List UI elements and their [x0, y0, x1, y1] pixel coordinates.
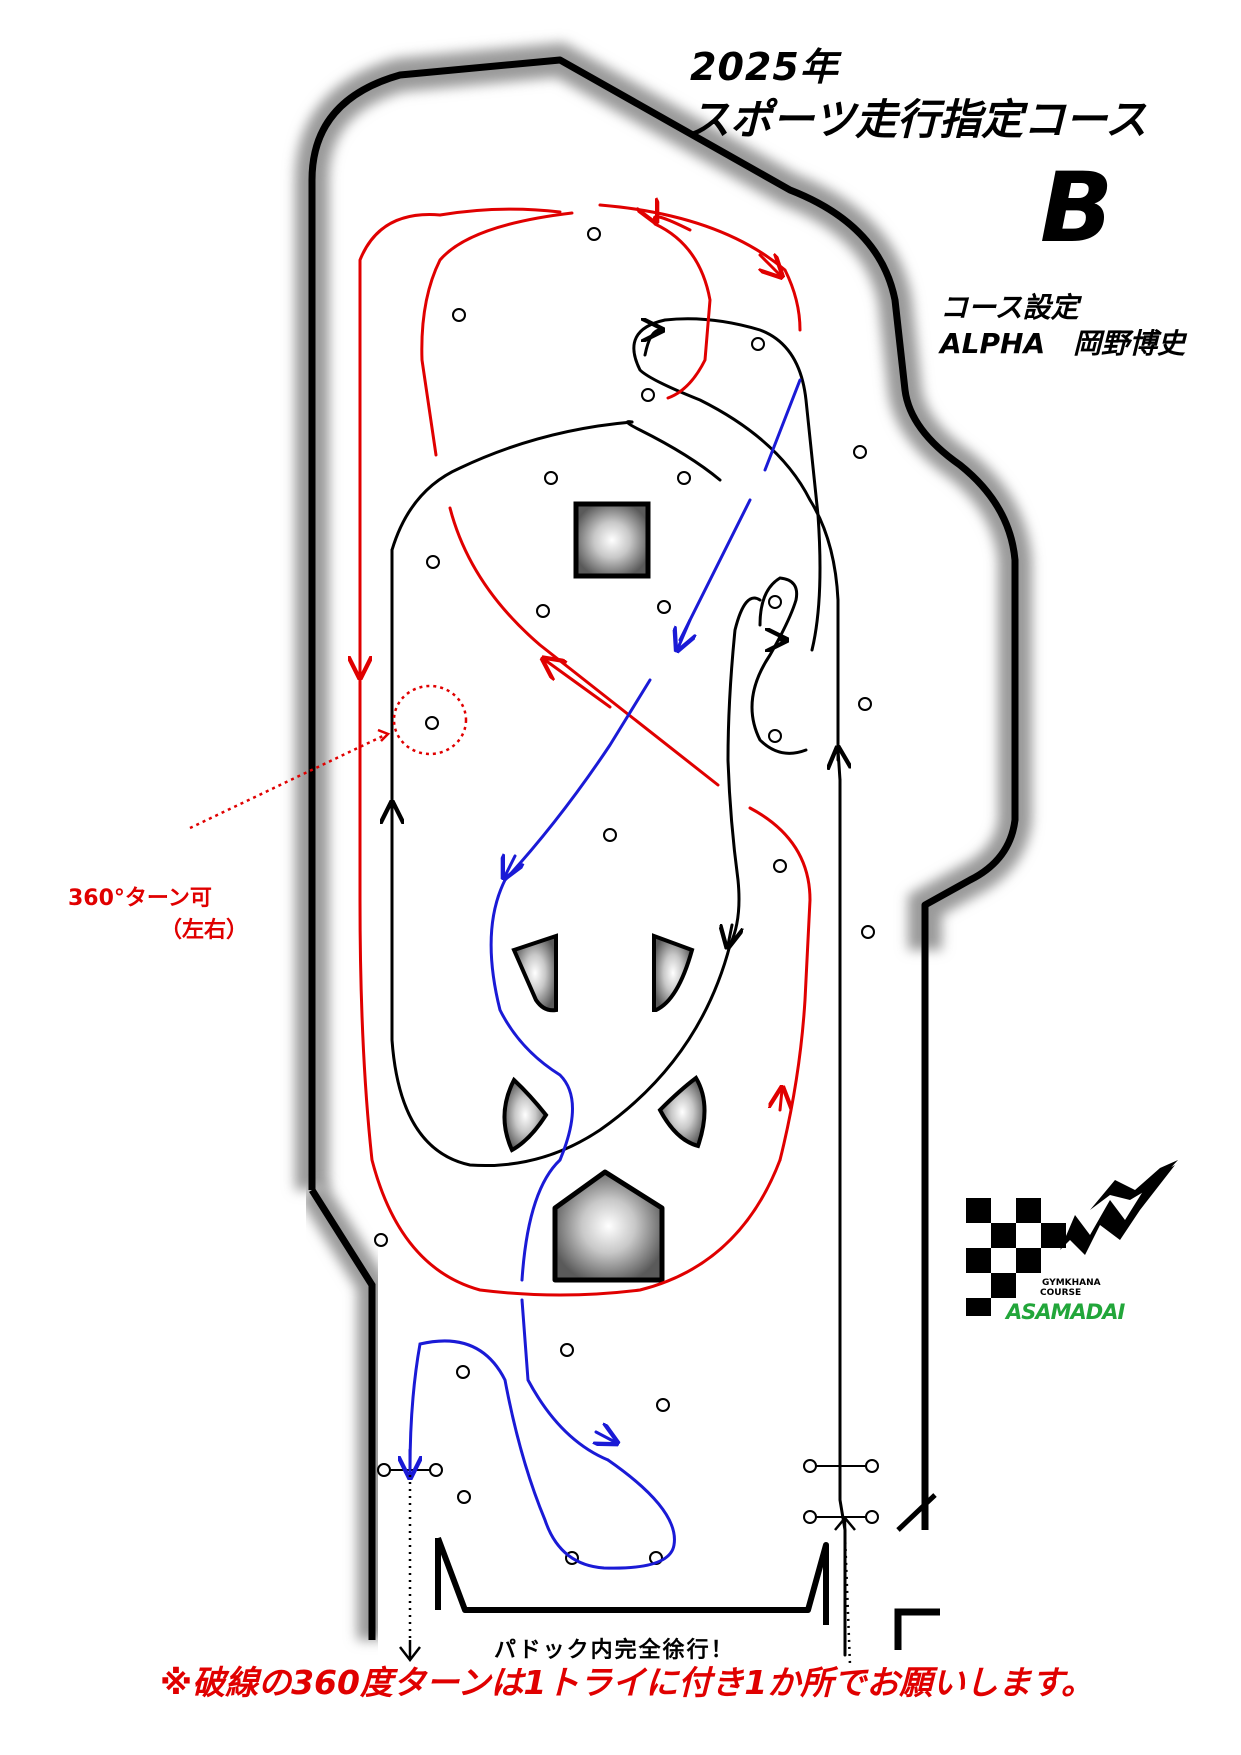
gate-pylon [865, 1459, 879, 1473]
gate-pylon [377, 1463, 391, 1477]
pylon [751, 337, 765, 351]
paddock-slow-note: パドック内完全徐行！ [494, 1638, 735, 1663]
gate-pylon [803, 1510, 817, 1524]
gate-pylon [429, 1463, 443, 1477]
logo-wordmark: ASAMADAI [1006, 1300, 1125, 1324]
leaf-obstacle-left [502, 1076, 549, 1153]
pylons [374, 227, 875, 1565]
house-obstacle [552, 1169, 665, 1283]
black-route [392, 317, 845, 1657]
pylon [425, 716, 439, 730]
turn-circle-marker [189, 684, 468, 830]
dotted-lane-lines [408, 1475, 852, 1666]
turn-note-line2: （左右） [160, 918, 249, 943]
pylon [768, 595, 782, 609]
pylon [773, 859, 787, 873]
gate-pylon [803, 1459, 817, 1473]
obstacles [502, 501, 707, 1283]
course-setter-label: コース設定 [940, 291, 1079, 324]
pylon [426, 555, 440, 569]
pylon [374, 1233, 388, 1247]
leaf-obstacle-right [657, 1075, 707, 1149]
paddock-gate [435, 1536, 829, 1625]
pylon [452, 308, 466, 322]
pylon [657, 600, 671, 614]
pylon [544, 471, 558, 485]
pylon [858, 697, 872, 711]
pylon [457, 1490, 471, 1504]
pylon [853, 445, 867, 459]
pylon [456, 1365, 470, 1379]
pylon [587, 227, 601, 241]
gate-pylon [865, 1510, 879, 1524]
exit-arrow-icon [399, 1640, 421, 1663]
pylon [641, 388, 655, 402]
gymkhana-logo-icon [966, 1160, 1178, 1316]
pylon [536, 604, 550, 618]
logo-caption-line2: COURSE [1040, 1288, 1082, 1298]
footer-rule-note: ※破線の360度ターンは1トライに付き1か所でお願いします。 [160, 1663, 1094, 1702]
pylon [768, 729, 782, 743]
logo-caption-line1: GYMKHANA [1042, 1278, 1101, 1288]
square-obstacle [573, 501, 651, 579]
entry-arrow-icon [834, 1516, 856, 1538]
page-title: スポーツ走行指定コース [688, 95, 1148, 144]
red-route [360, 205, 812, 1297]
course-boundary [295, 42, 1032, 1650]
pylon [861, 925, 875, 939]
pylon [677, 471, 691, 485]
blue-route [410, 378, 802, 1570]
timing-gates [377, 1459, 879, 1524]
course-letter: B [1040, 152, 1114, 264]
trapezoid-obstacle-left [511, 933, 558, 1013]
turn-note-line1: 360°ターン可 [68, 886, 212, 911]
pylon [656, 1398, 670, 1412]
trapezoid-obstacle-right [652, 933, 695, 1012]
title-year: 2025年 [690, 45, 839, 89]
course-setter-name: ALPHA 岡野博史 [940, 327, 1186, 360]
pylon [560, 1343, 574, 1357]
pylon [603, 828, 617, 842]
